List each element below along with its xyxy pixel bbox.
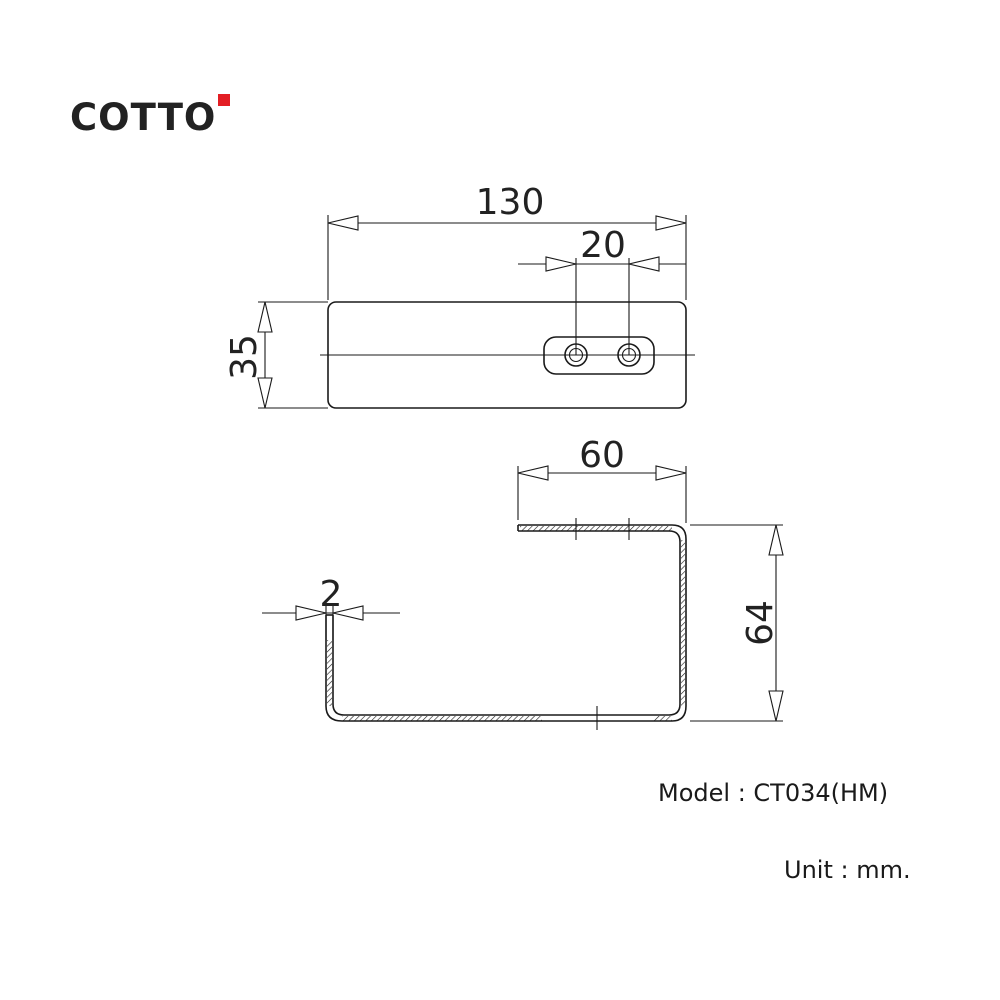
dimension-64: 64: [690, 524, 784, 722]
dimension-label-64: 64: [740, 600, 781, 646]
model-label: Model : CT034(HM): [658, 779, 889, 807]
dimension-2: 2: [262, 574, 400, 640]
dimension-35: 35: [224, 301, 328, 409]
dimension-label-20: 20: [580, 225, 626, 266]
dimension-130: 130: [327, 182, 687, 300]
dimension-label-60: 60: [579, 435, 625, 476]
logo-accent-square: [218, 94, 230, 106]
dimension-20: 20: [518, 225, 686, 355]
side-view: [325, 518, 687, 730]
logo-text: COTTO: [70, 96, 217, 139]
dimension-label-2: 2: [320, 574, 343, 615]
dimension-label-130: 130: [476, 182, 545, 223]
dimension-60: 60: [517, 435, 687, 523]
top-view: [320, 301, 695, 409]
dimension-label-35: 35: [224, 334, 265, 380]
unit-label: Unit : mm.: [784, 856, 911, 884]
slot-outline: [543, 336, 655, 375]
